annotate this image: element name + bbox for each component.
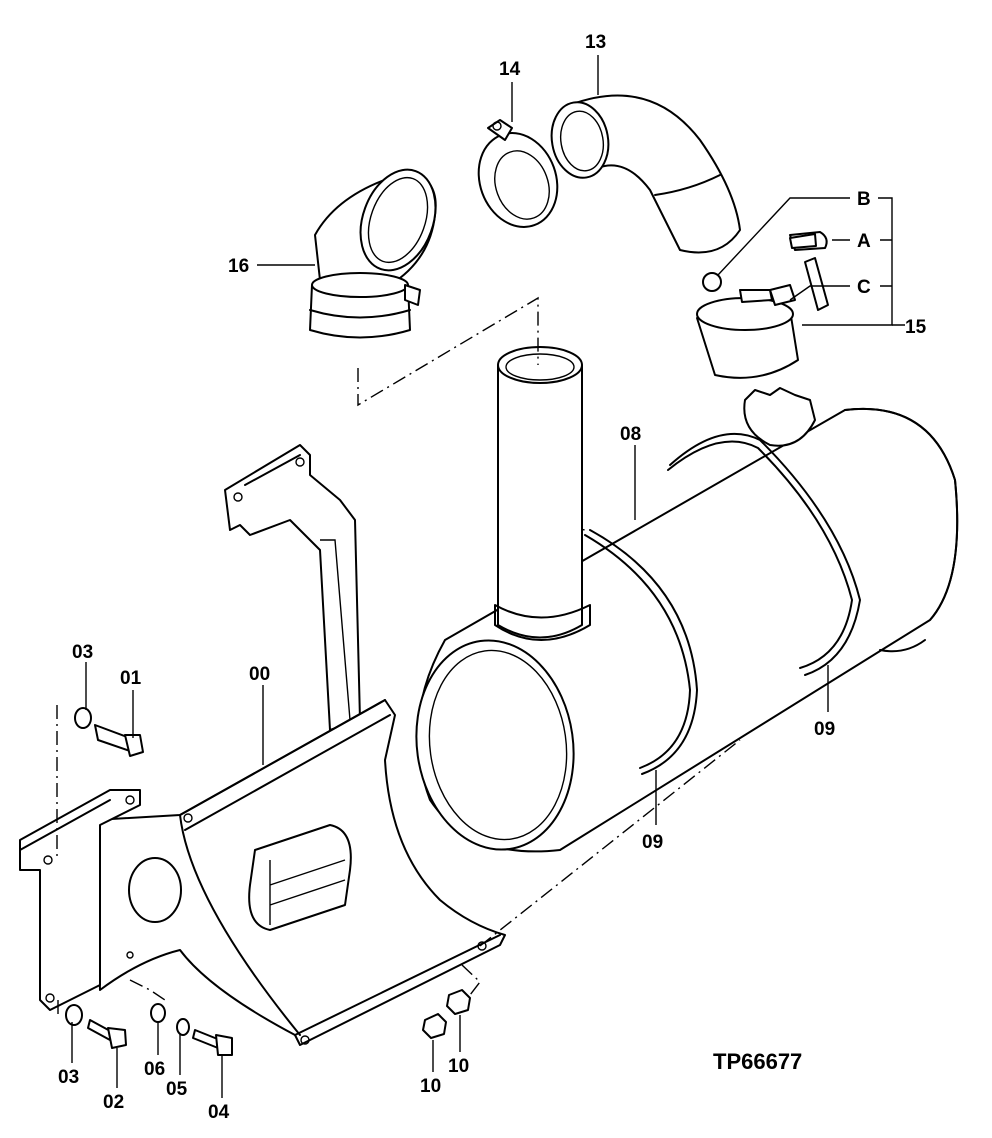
callout-10-right: 10 — [448, 1056, 469, 1077]
nut-B — [702, 272, 722, 292]
clamp-14 — [477, 119, 559, 228]
callout-09-lower: 09 — [642, 832, 663, 853]
inlet-tube — [494, 346, 591, 641]
callout-13: 13 — [585, 32, 606, 53]
callout-06: 06 — [144, 1059, 165, 1080]
washer-06 — [150, 1003, 166, 1023]
callout-A: A — [857, 231, 871, 252]
callout-02: 02 — [103, 1092, 124, 1113]
bolt-01 — [94, 724, 144, 757]
figure-reference: TP66677 — [713, 1049, 802, 1074]
callout-08: 08 — [620, 424, 641, 445]
washer-03-top — [74, 707, 92, 729]
bolt-02 — [87, 1019, 127, 1049]
callout-10-left: 10 — [420, 1076, 441, 1097]
clamp-15 — [696, 231, 829, 379]
callout-09-right: 09 — [814, 719, 835, 740]
elbow-16 — [309, 168, 437, 339]
callout-14: 14 — [499, 59, 521, 80]
callout-05: 05 — [166, 1079, 188, 1100]
callout-00: 00 — [249, 664, 270, 685]
callout-04: 04 — [208, 1102, 230, 1123]
washer-03-bottom — [65, 1004, 83, 1026]
nut-10-right — [446, 989, 471, 1015]
callout-C: C — [857, 277, 871, 298]
support-bracket — [19, 444, 506, 1046]
assembly-lines — [56, 296, 741, 1015]
washer-05 — [176, 1018, 190, 1036]
callout-15: 15 — [905, 317, 927, 338]
callouts: 13 14 16 B A C 15 08 09 09 00 03 01 03 0… — [58, 32, 927, 1123]
leader-lines — [71, 55, 905, 1098]
elbow-13 — [550, 94, 741, 254]
nut-10-left — [422, 1013, 447, 1039]
callout-03-bottom: 03 — [58, 1067, 79, 1088]
callout-B: B — [857, 189, 871, 210]
callout-01: 01 — [120, 668, 142, 689]
callout-16: 16 — [228, 256, 249, 277]
bolt-04 — [192, 1029, 233, 1056]
muffler-body — [415, 387, 959, 853]
bolt-A — [789, 233, 817, 249]
callout-03-top: 03 — [72, 642, 93, 663]
